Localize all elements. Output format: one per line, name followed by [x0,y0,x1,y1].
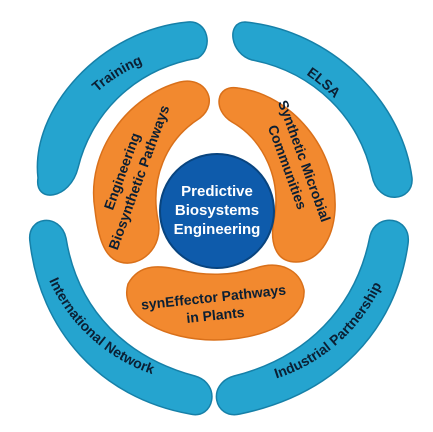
outer-ring [29,21,413,416]
inner-segment-synthetic-microbial [218,86,336,263]
inner-segment-syneffector [125,264,305,341]
outer-segment-industrial-partnership [215,219,409,416]
center-label-line-2: Biosystems [175,202,259,219]
outer-segment-training [36,21,208,196]
inner-bottom-line-2: in Plants [186,304,246,326]
center-label-line-3: Engineering [174,221,261,238]
outer-segment-international-network [29,219,213,416]
center-circle [159,153,275,269]
outer-segment-elsa [232,21,413,198]
center-label: Predictive Biosystems Engineering [174,183,261,238]
inner-segments [92,80,336,341]
center-label-line-1: Predictive [181,183,253,200]
inner-segment-engineering-biosynthetic [92,80,210,264]
